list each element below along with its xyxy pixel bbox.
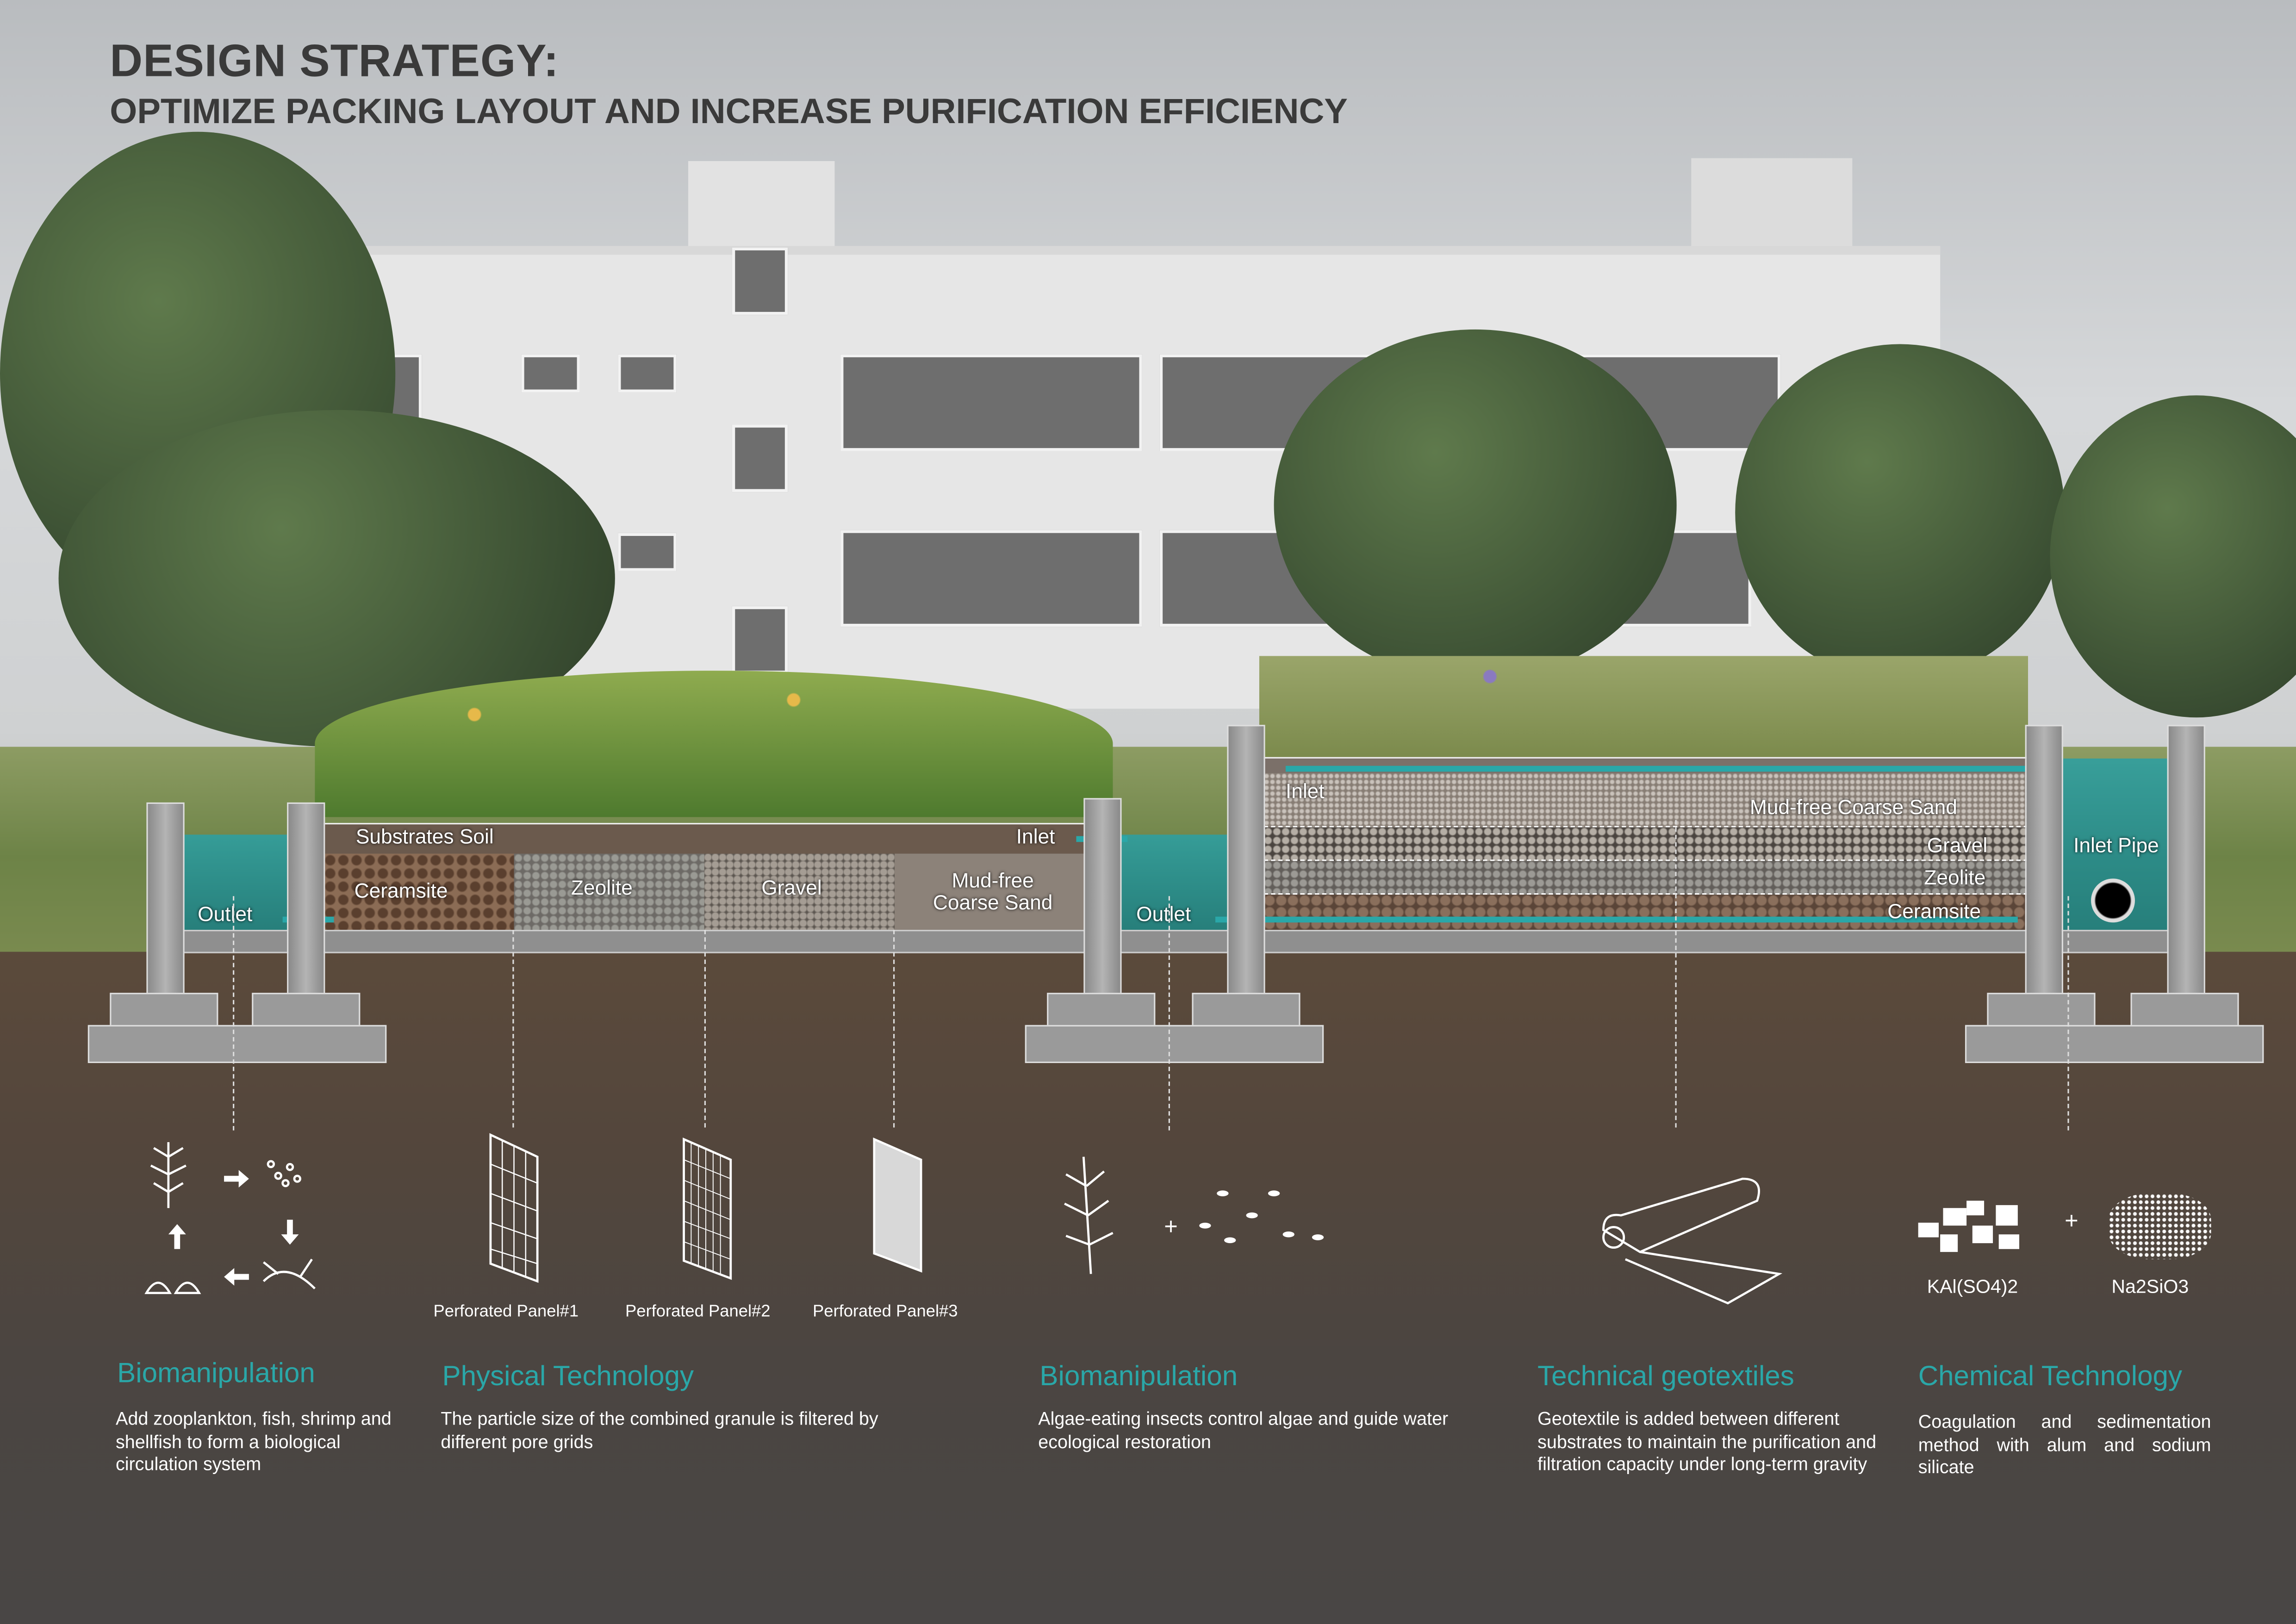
section-title: Chemical Technology — [1918, 1362, 2183, 1393]
perforated-panel-2-icon — [683, 1137, 732, 1280]
section-title: Physical Technology — [442, 1362, 694, 1393]
footing — [252, 993, 361, 1028]
outlet-label: Outlet — [1136, 902, 1191, 926]
ceramsite-label: Ceramsite — [354, 878, 448, 902]
inlet-distribution-pipe — [1285, 765, 2062, 772]
panel-label: Perforated Panel#2 — [625, 1303, 771, 1321]
ceramsite-layer — [1263, 895, 2028, 930]
panel-label: Perforated Panel#3 — [812, 1303, 958, 1321]
leader-line — [2067, 896, 2069, 1131]
footing — [1965, 1025, 2264, 1063]
zeolite-layer — [1263, 861, 2028, 895]
leader-line — [233, 896, 235, 1131]
right-filter-tank — [1262, 757, 2030, 933]
ceramsite-media — [324, 853, 514, 932]
leader-line — [893, 930, 895, 1128]
coarse-sand-media — [895, 853, 1085, 932]
aquatic-plant-and-insects-icon: + — [1064, 1157, 1324, 1274]
inlet-label: Inlet — [1285, 779, 1325, 803]
zeolite-label: Zeolite — [571, 876, 633, 899]
plus-sign: + — [2065, 1209, 2078, 1235]
section-text: Geotextile is added between different su… — [1537, 1408, 1877, 1475]
gravel-label: Gravel — [761, 876, 822, 899]
tree — [2050, 395, 2296, 718]
retaining-wall — [2025, 725, 2063, 996]
retaining-wall — [287, 802, 325, 996]
alum-formula: KAl(SO4)2 — [1927, 1275, 2018, 1298]
footing — [1987, 993, 2096, 1028]
footing — [110, 993, 218, 1028]
section-title: Technical geotextiles — [1537, 1362, 1794, 1393]
section-text: Coagulation and sedimentation method wit… — [1918, 1411, 2211, 1478]
section-text: The particle size of the combined granul… — [441, 1408, 878, 1452]
biological-cycle-icon — [144, 1142, 316, 1294]
section-title: Biomanipulation — [1039, 1362, 1238, 1393]
retaining-wall — [146, 802, 185, 996]
outlet-collection-pipe — [1215, 916, 2018, 923]
outlet-label: Outlet — [198, 902, 253, 926]
tree — [1735, 344, 2065, 681]
soil-ground — [0, 952, 2296, 1624]
inlet-pipe-icon — [2091, 878, 2135, 923]
coarse-sand-label: Mud-free Coarse Sand — [933, 868, 1053, 914]
perforated-panel-3-icon — [873, 1137, 922, 1273]
retaining-wall — [2167, 725, 2205, 996]
retaining-wall — [1083, 798, 1122, 996]
gravel-label: Gravel — [1927, 833, 1988, 857]
panel-label: Perforated Panel#1 — [433, 1303, 579, 1321]
section-title: Biomanipulation — [117, 1359, 315, 1390]
base-slab — [175, 930, 2178, 953]
geotextile-roll-icon — [1602, 1177, 1783, 1305]
page-subtitle: OPTIMIZE PACKING LAYOUT AND INCREASE PUR… — [110, 92, 1348, 132]
sodium-silicate-formula: Na2SiO3 — [2111, 1275, 2189, 1298]
leader-line — [704, 930, 706, 1128]
inlet-pipe-label: Inlet Pipe — [2073, 833, 2159, 857]
footing — [87, 1025, 387, 1063]
zeolite-media — [514, 853, 704, 932]
section-text: Algae-eating insects control algae and g… — [1038, 1408, 1449, 1452]
coarse-sand-layer — [1263, 773, 2028, 828]
perforated-panel-1-icon — [489, 1133, 539, 1283]
canna-plants — [315, 671, 1113, 817]
building-roof — [688, 161, 835, 252]
substrates-soil-label: Substrates Soil — [355, 824, 494, 848]
leader-line — [1168, 896, 1170, 1131]
left-filter-tank — [322, 823, 1087, 934]
zeolite-label: Zeolite — [1924, 865, 1986, 889]
section-text: Add zooplankton, fish, shrimp and shellf… — [115, 1408, 392, 1475]
footing — [1192, 993, 1300, 1028]
gravel-media — [704, 853, 895, 932]
ceramsite-label: Ceramsite — [1887, 899, 1981, 923]
coarse-sand-label: Mud-free Coarse Sand — [1749, 795, 1957, 819]
footing — [1047, 993, 1156, 1028]
page-title: DESIGN STRATEGY: — [110, 35, 559, 87]
tree — [1274, 329, 1677, 681]
svg-text:+: + — [1164, 1213, 1178, 1239]
footing — [1025, 1025, 1324, 1063]
gravel-layer — [1263, 827, 2028, 861]
lavender-grass-plants — [1259, 656, 2028, 759]
building-roof — [1691, 158, 1853, 252]
retaining-wall — [1227, 725, 1265, 996]
outlet-water-chamber — [1120, 834, 1227, 930]
footing — [2130, 993, 2239, 1028]
inlet-label: Inlet — [1016, 824, 1055, 848]
leader-line — [512, 930, 514, 1128]
alum-crystals-icon — [1918, 1201, 2020, 1252]
sodium-silicate-powder-icon — [2109, 1193, 2211, 1259]
leader-line — [1675, 820, 1677, 1128]
